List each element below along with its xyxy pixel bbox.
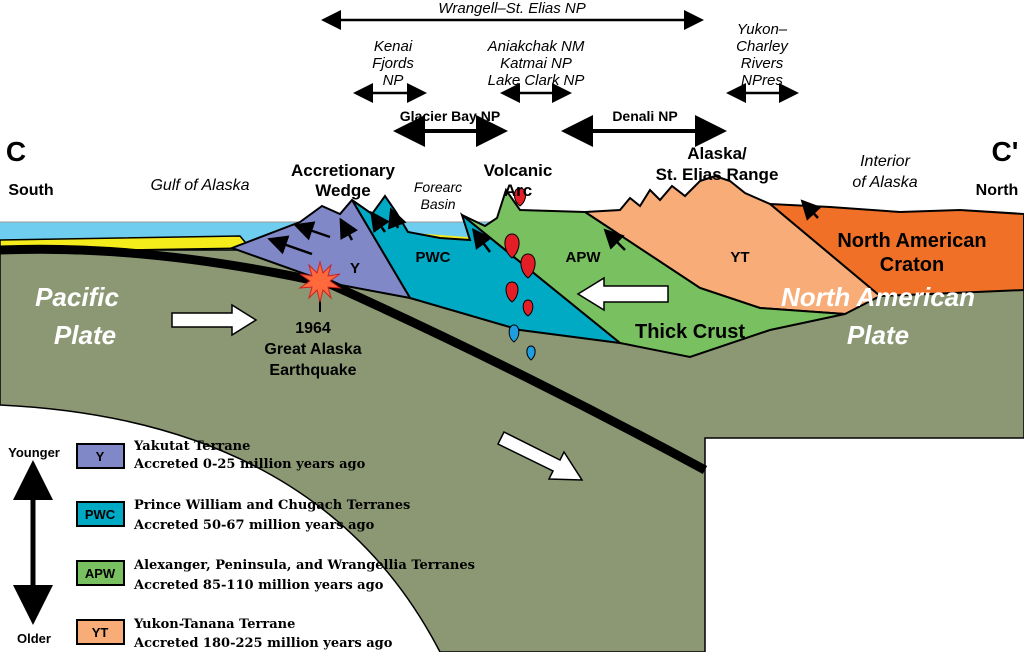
apw-terrane: [461, 187, 846, 359]
legend-older-label: Older: [17, 631, 51, 646]
section-label-c: C: [6, 136, 26, 167]
park-label-glacier-bay: Glacier Bay NP: [400, 108, 500, 124]
magma-drop-red: [513, 187, 527, 207]
crust-motion-arrow: [576, 276, 669, 312]
pacific-plate-motion-arrow: [171, 303, 258, 337]
forearc-label: Forearc: [414, 179, 462, 195]
park-label-lake-clark: Lake Clark NP: [488, 72, 585, 89]
legend-item-name: Yakutat Terrane: [133, 439, 250, 454]
park-label-wrangell: Wrangell–St. Elias NP: [438, 0, 586, 17]
terrane-label-yt: YT: [730, 249, 749, 266]
legend-item-pwc: PWC Prince William and Chugach Terranes …: [76, 498, 410, 533]
range-label: Alaska/: [687, 144, 747, 163]
park-label-kenai: NP: [383, 72, 404, 89]
slab-motion-arrow: [496, 430, 584, 481]
legend-item-name: Prince William and Chugach Terranes: [134, 498, 410, 513]
earthquake-label: Great Alaska: [264, 341, 361, 358]
park-label-kenai: Fjords: [372, 55, 414, 72]
park-label-aniakchak: Aniakchak NM: [487, 38, 585, 55]
terrane-label-apw: APW: [566, 249, 602, 266]
interior-label: Interior: [860, 153, 910, 170]
earthquake-label: Earthquake: [269, 362, 356, 379]
thick-crust-label: Thick Crust: [635, 321, 745, 343]
craton-region: [767, 202, 1024, 298]
legend-item-yt: YT Yukon-Tanana Terrane Accreted 180-225…: [76, 617, 393, 651]
park-label-denali: Denali NP: [612, 108, 677, 124]
legend-item-name: Alexanger, Peninsula, and Wrangellia Ter…: [133, 558, 475, 573]
craton-label: Craton: [880, 254, 944, 276]
magma-drop-red: [504, 233, 520, 259]
magma-drop-red: [520, 253, 536, 279]
park-label-yukon: Charley: [736, 38, 789, 55]
south-label: South: [8, 182, 53, 199]
magma-drops: [504, 187, 536, 361]
legend-item-age: Accreted 50-67 million years ago: [133, 518, 375, 533]
park-range-arrows: [321, 10, 799, 147]
park-label-yukon: Yukon–: [737, 21, 788, 38]
forearc-label: Basin: [420, 196, 455, 212]
magma-drop-red: [522, 299, 534, 317]
legend-item-apw: APW Alexanger, Peninsula, and Wrangellia…: [76, 558, 475, 593]
legend-swatch-code: APW: [85, 566, 116, 581]
park-label-kenai: Kenai: [374, 38, 413, 55]
park-label-katmai: Katmai NP: [500, 55, 572, 72]
gulf-label: Gulf of Alaska: [150, 177, 249, 194]
legend-swatch-code: PWC: [85, 507, 116, 522]
volcanic-arc-label: Arc: [504, 181, 532, 200]
wedge-label: Wedge: [315, 181, 370, 200]
legend-item-y: Y Yakutat Terrane Accreted 0-25 million …: [76, 439, 366, 472]
pwc-terrane: [351, 194, 624, 345]
section-label-c-prime: C': [992, 136, 1019, 167]
terrane-label-y: Y: [350, 260, 360, 277]
earthquake-burst-icon: [298, 260, 342, 303]
legend-swatch-code: YT: [92, 625, 109, 640]
legend-younger-label: Younger: [8, 445, 60, 460]
range-label: St. Elias Range: [656, 165, 779, 184]
magma-drop-red: [505, 281, 519, 303]
legend-item-age: Accreted 180-225 million years ago: [133, 636, 393, 651]
earthquake-label: 1964: [295, 320, 331, 337]
terrane-label-pwc: PWC: [416, 249, 451, 266]
pacific-plate-label: Plate: [54, 320, 116, 350]
interior-label: of Alaska: [852, 174, 917, 191]
craton-label: North American: [837, 230, 986, 252]
park-label-yukon: NPres: [741, 72, 783, 89]
volcanic-arc-label: Volcanic: [484, 161, 553, 180]
thrust-arrows: [267, 199, 822, 256]
legend-item-name: Yukon-Tanana Terrane: [133, 617, 295, 632]
legend: Younger Older Y Yakutat Terrane Accreted…: [8, 439, 475, 651]
magma-drop-blue: [526, 345, 536, 361]
wedge-label: Accretionary: [291, 161, 395, 180]
park-label-yukon: Rivers: [741, 55, 784, 72]
legend-swatch-code: Y: [96, 449, 105, 464]
north-label: North: [976, 182, 1019, 199]
magma-drop-blue: [508, 324, 520, 343]
pacific-plate-label: Pacific: [35, 282, 119, 312]
legend-item-age: Accreted 85-110 million years ago: [133, 578, 384, 593]
legend-item-age: Accreted 0-25 million years ago: [133, 457, 366, 472]
north-american-plate-label: North American: [781, 282, 975, 312]
north-american-plate-label: Plate: [847, 320, 909, 350]
